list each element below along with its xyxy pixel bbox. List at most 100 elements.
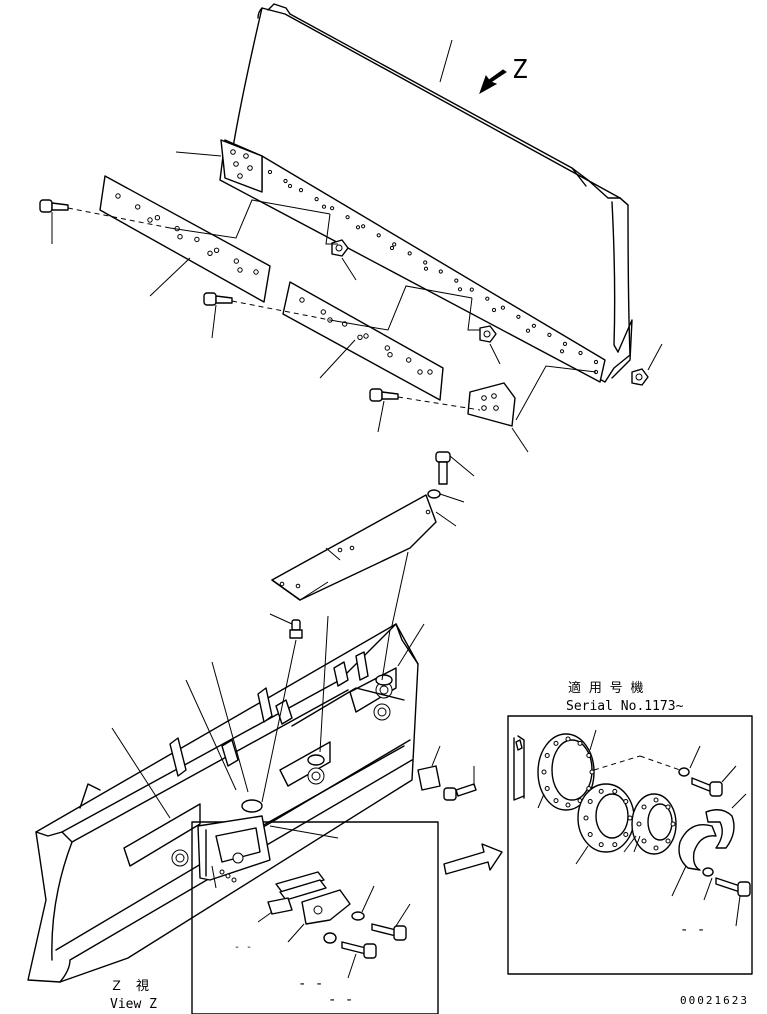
drawing-number: 00021623 [680, 994, 749, 1007]
bolt-icon-8 [691, 777, 723, 797]
bolt-hole [423, 266, 429, 271]
flange-hole [553, 798, 559, 804]
flange-plate [537, 733, 595, 811]
shim-plate [417, 745, 441, 791]
flange-hole [670, 821, 676, 827]
bolt-hole [376, 233, 381, 238]
bolt-hole [406, 357, 412, 363]
bolt-hole [516, 314, 521, 319]
view-z-arrow: Z [479, 55, 528, 95]
bolt-hole [355, 225, 361, 230]
blade-lower [27, 623, 419, 983]
bolt-hole [392, 242, 397, 247]
bolt-hole [213, 247, 220, 254]
bolt-hole [485, 296, 490, 301]
inset-caption-serial: Serial No.1173~ [566, 699, 684, 714]
bolt-icon-1 [39, 199, 171, 229]
flange-hole [636, 821, 642, 827]
flange-hole [653, 797, 659, 803]
flange-hole [565, 802, 571, 808]
flange-hole [612, 842, 618, 848]
view-caption-jp: Ｚ 視 [110, 979, 149, 994]
flange-hole [541, 769, 547, 775]
flange-hole [641, 838, 647, 844]
view-caption-en: View Z [110, 997, 157, 1012]
bolt-icon-9 [715, 877, 751, 897]
bolt-hole [253, 269, 259, 275]
bolt-hole [387, 352, 393, 358]
bolt-hole [423, 260, 428, 265]
flange-hole [641, 804, 647, 810]
bolt-hole [454, 278, 459, 283]
inset-caption-jp: 適 用 号 機 [568, 680, 643, 696]
bolt-hole [438, 269, 443, 274]
bolt-hole [314, 197, 319, 202]
bolt-icon-5 [443, 766, 477, 801]
dash-mark-1: - - [234, 942, 252, 953]
bolt-hole [345, 215, 350, 220]
flange-hole [665, 838, 671, 844]
bolt-hole [115, 193, 121, 199]
flange-hole [612, 788, 618, 794]
end-bit-right [467, 382, 516, 427]
flange-hole [544, 753, 550, 758]
bolt-hole [207, 250, 213, 257]
flange-hole [665, 804, 671, 810]
bolt-hole [283, 178, 288, 184]
grease-fitting-icon [261, 613, 303, 803]
bolt-hole [531, 323, 537, 328]
bolt-hole [384, 345, 390, 351]
bolt-hole [330, 206, 335, 211]
bolt-hole [417, 369, 423, 375]
bolt-hole [194, 236, 200, 243]
flange-hole [627, 815, 633, 821]
flange-hole [598, 788, 604, 794]
flange-hole [623, 832, 629, 837]
bolt-hole [491, 307, 497, 313]
leader-lines-lower [111, 615, 425, 819]
bolt-hole [299, 297, 305, 303]
wear-plate [271, 494, 437, 601]
bolt-icon-2 [203, 292, 331, 321]
spacer-ring [631, 793, 677, 855]
blade-upper [227, 3, 633, 383]
flange-hole [544, 786, 550, 791]
nut-icon-2 [479, 325, 497, 343]
bolt-hole [361, 224, 366, 229]
bolt-hole [427, 369, 433, 375]
bolt-hole [321, 204, 327, 209]
flange-hole [583, 815, 589, 821]
bolt-hole [457, 287, 463, 292]
cutting-edge-middle [282, 281, 444, 401]
retainer-ring [577, 783, 635, 853]
bolt-icon-7 [341, 941, 377, 979]
inset-arrow [443, 843, 503, 875]
bolt-hole [267, 169, 273, 175]
flange-hole [587, 832, 593, 837]
flange-hole [623, 799, 629, 804]
bolt-hole [593, 359, 599, 365]
flange-hole [586, 753, 592, 758]
bolt-hole [298, 188, 304, 193]
flange-hole [653, 845, 659, 851]
bolt-hole [233, 258, 240, 264]
flange-hole [598, 842, 604, 848]
leader-lines-upper [51, 151, 663, 453]
bolt-icon-4 [427, 451, 475, 527]
bolt-hole [547, 332, 552, 337]
half-clamp [678, 809, 735, 871]
flange-hole [577, 740, 583, 746]
dash-mark-4: - - [680, 922, 705, 938]
dash-mark-2: - - [298, 976, 323, 992]
end-bit-left [220, 139, 263, 193]
bolt-hole [389, 245, 395, 251]
washer-icon [678, 767, 714, 877]
bolt-hole [177, 234, 183, 240]
view-marker-label: Z [512, 55, 528, 85]
bolt-icon-6 [371, 903, 411, 941]
bolt-hole [320, 309, 326, 315]
bolt-icon-3 [369, 388, 481, 411]
bolt-hole [559, 349, 565, 354]
